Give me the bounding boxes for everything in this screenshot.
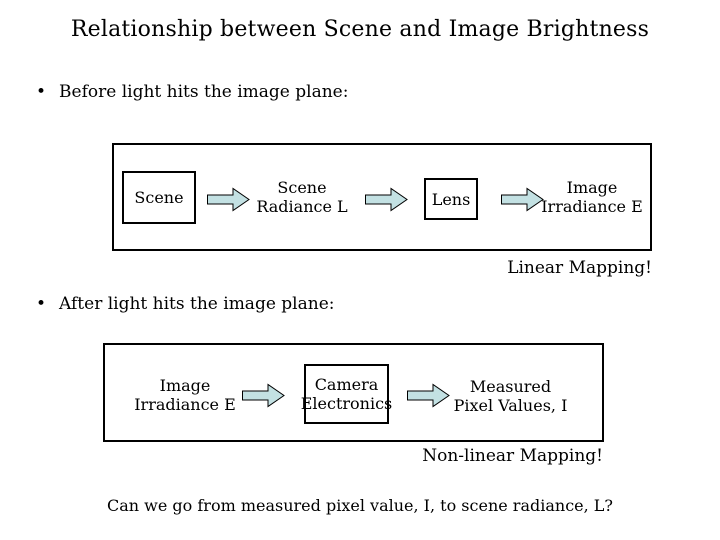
right-arrow-icon — [242, 383, 285, 408]
question-text: Can we go from measured pixel value, I, … — [106, 496, 613, 515]
linear-mapping-caption: Linear Mapping! — [507, 258, 652, 278]
bullet-icon: • — [36, 82, 47, 102]
right-arrow-icon — [407, 383, 450, 408]
scene-box: Scene — [122, 171, 196, 224]
measured-pixel-values-label: Measured Pixel Values, I — [453, 377, 568, 415]
bullet-icon: • — [36, 294, 47, 314]
lens-box: Lens — [424, 178, 478, 220]
right-arrow-icon — [365, 187, 408, 212]
bullet-after: • After light hits the image plane: — [36, 294, 334, 314]
image-irradiance-label: Image Irradiance E — [134, 376, 236, 414]
camera-electronics-box: Camera Electronics — [301, 364, 392, 424]
diagram-before-frame: Scene Scene Radiance L Lens Image Irradi… — [112, 143, 652, 251]
slide-title: Relationship between Scene and Image Bri… — [70, 17, 650, 42]
image-irradiance-label: Image Irradiance E — [541, 178, 643, 216]
scene-radiance-label: Scene Radiance L — [256, 178, 348, 216]
diagram-after-frame: Image Irradiance E Camera Electronics Me… — [103, 343, 604, 442]
bullet-before-text: Before light hits the image plane: — [59, 82, 349, 102]
lens-box-label: Lens — [431, 189, 471, 209]
scene-box-label: Scene — [134, 188, 184, 207]
right-arrow-icon — [501, 187, 544, 212]
right-arrow-icon — [207, 187, 250, 212]
camera-electronics-label: Camera Electronics — [300, 375, 393, 413]
bullet-after-text: After light hits the image plane: — [59, 294, 335, 314]
non-linear-mapping-caption: Non-linear Mapping! — [422, 446, 603, 466]
bullet-before: • Before light hits the image plane: — [36, 82, 348, 102]
